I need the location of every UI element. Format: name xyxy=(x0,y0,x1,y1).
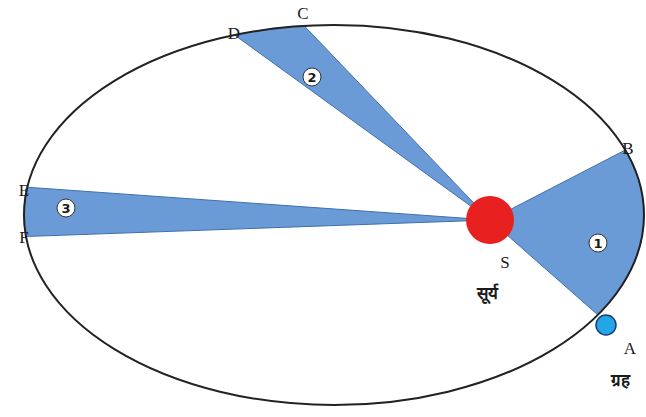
point-letter: S xyxy=(500,254,509,271)
orbit-ellipse xyxy=(24,25,644,405)
callout-number: 1 xyxy=(593,237,602,250)
callout-number: 2 xyxy=(307,71,316,84)
callout-number: 3 xyxy=(61,202,70,215)
sun-label: सूर्य xyxy=(477,285,498,302)
sun-symbol xyxy=(466,196,514,244)
swept-area-sector xyxy=(235,26,490,220)
area-sectors xyxy=(24,26,644,315)
point-letter: D xyxy=(228,25,240,42)
callout-circle xyxy=(589,234,607,252)
point-letter: C xyxy=(297,5,308,22)
point-letter: E xyxy=(19,182,29,199)
swept-area-sector xyxy=(24,187,490,236)
planet-label: ग्रह xyxy=(611,372,630,389)
point-letter: B xyxy=(622,140,633,157)
callout-circle xyxy=(303,68,321,86)
point-letter: F xyxy=(19,229,28,246)
callout-circle xyxy=(57,199,75,217)
point-letter: A xyxy=(624,340,636,357)
planet-symbol xyxy=(596,315,616,335)
swept-area-sector xyxy=(490,150,644,315)
